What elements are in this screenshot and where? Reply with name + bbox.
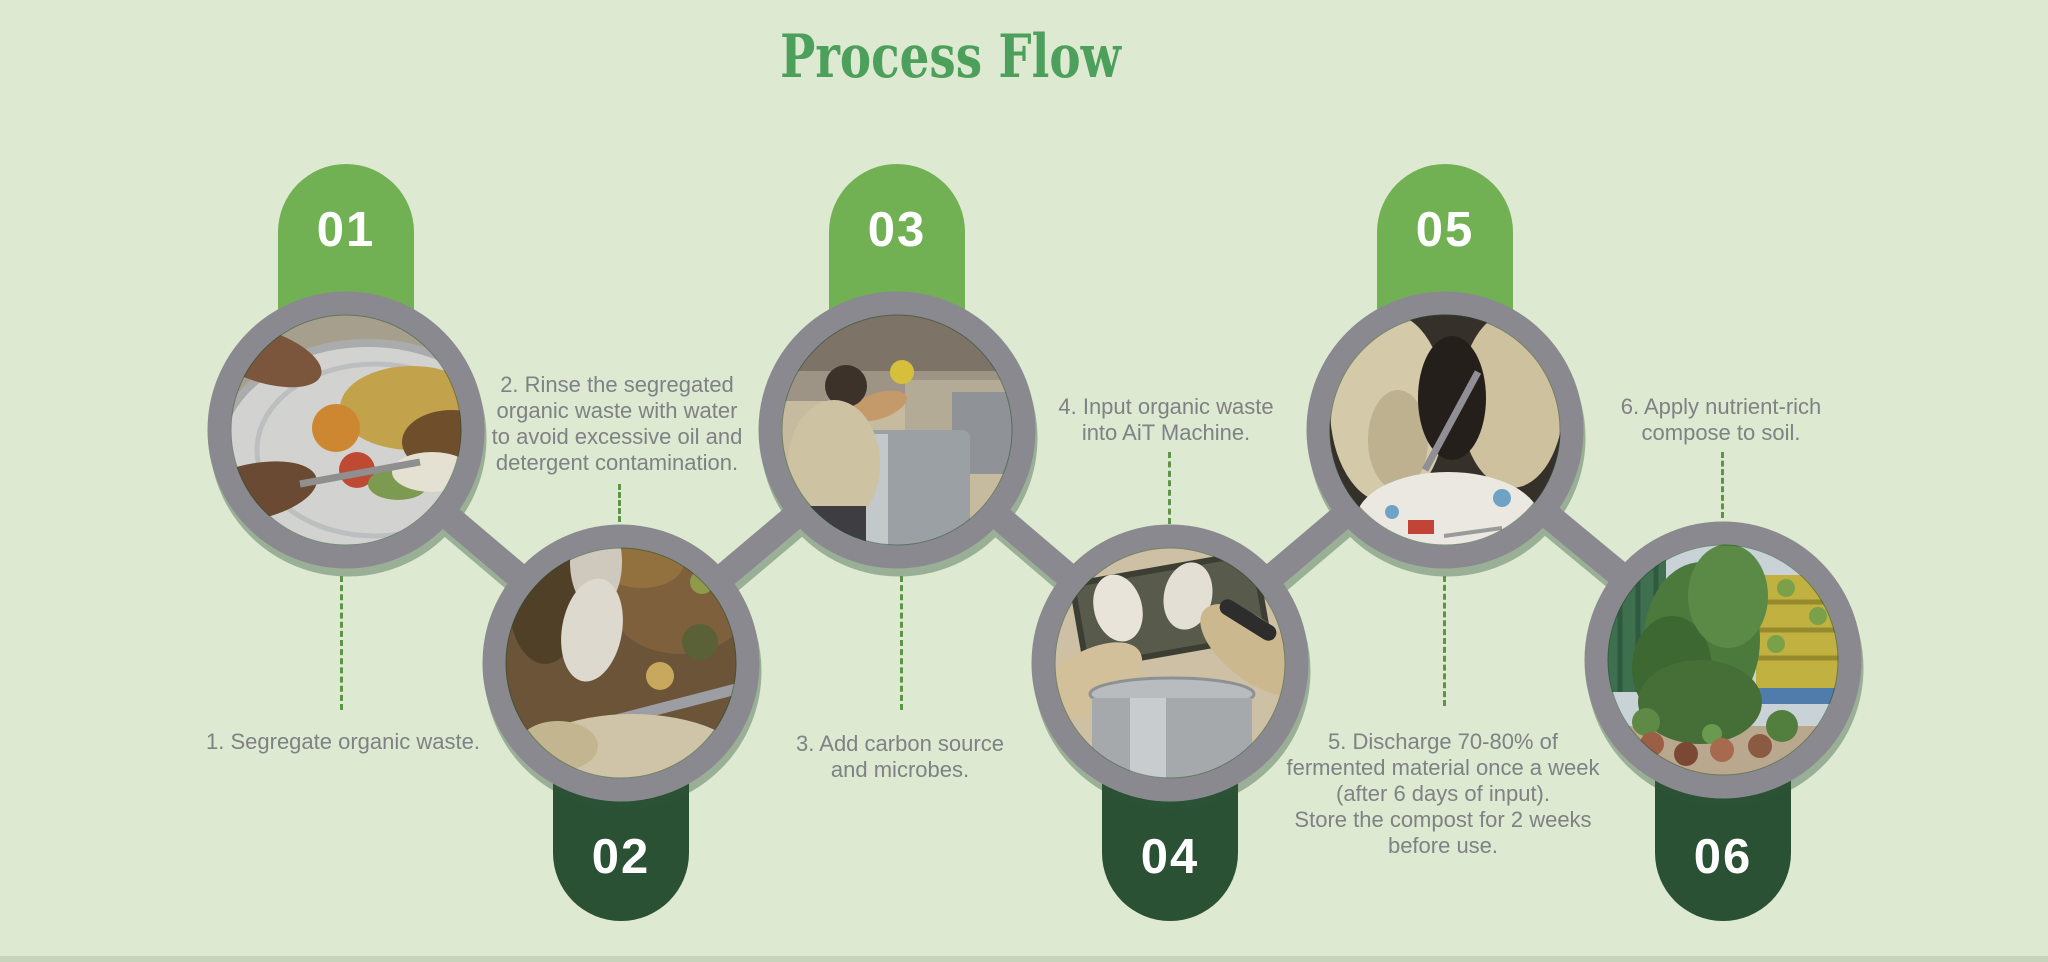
- step-02-label: 2. Rinse the segregated organic waste wi…: [491, 372, 743, 475]
- step-05-leader-line: [1443, 576, 1446, 706]
- step-05-number: 05: [1415, 203, 1475, 257]
- step-03-label: 3. Add carbon source and microbes.: [796, 731, 1004, 782]
- step-04-leader-line: [1168, 452, 1171, 524]
- step-06-leader-line: [1721, 452, 1724, 518]
- step-01-leader-line: [340, 576, 343, 710]
- step-03-ring: [758, 291, 1036, 569]
- step-05-label: 5. Discharge 70-80% of fermented materia…: [1286, 729, 1600, 858]
- step-01-label: 1. Segregate organic waste.: [206, 729, 480, 754]
- step-01-ring: [207, 291, 485, 569]
- step-03-leader-line: [900, 576, 903, 710]
- step-04-number: 04: [1140, 830, 1200, 884]
- step-05-ring: [1306, 291, 1584, 569]
- step-02-ring: [482, 524, 760, 802]
- step-03-number: 03: [867, 203, 927, 257]
- bottom-page-edge: [0, 956, 2048, 962]
- step-06-label: 6. Apply nutrient-rich compose to soil.: [1620, 394, 1822, 445]
- page-title: Process Flow: [779, 22, 1121, 92]
- step-02-number: 02: [591, 830, 651, 884]
- step-06-number: 06: [1693, 830, 1753, 884]
- step-01-number: 01: [316, 203, 376, 257]
- step-02-leader-line: [618, 484, 621, 522]
- step-04-ring: [1031, 524, 1309, 802]
- step-04-label: 4. Input organic waste into AiT Machine.: [1058, 394, 1274, 445]
- step-06-ring: [1584, 521, 1862, 799]
- step-05-photo: [1329, 314, 1561, 546]
- step-01-photo: [230, 314, 462, 546]
- step-03-photo: [781, 314, 1013, 546]
- step-04-photo: [1054, 547, 1286, 779]
